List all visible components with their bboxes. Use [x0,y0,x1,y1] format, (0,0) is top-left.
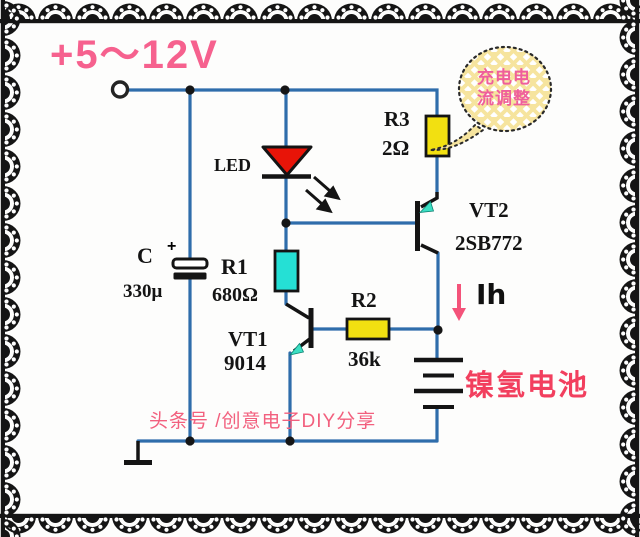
battery-label: 镍氢电池 [465,370,590,402]
power-input-terminal [110,80,130,99]
capacitor-name: C [137,243,153,268]
transistor-vt1-symbol [285,302,314,356]
ground-symbol [124,441,152,465]
transistor-vt1-name: VT1 [228,327,268,351]
resistor-r1-name: R1 [221,254,248,279]
light-emission-arrows-icon [305,175,341,214]
transistor-vt2-symbol [415,192,439,255]
watermark-text: 头条号 /创意电子DIY分享 [149,411,377,432]
resistor-r1-value: 680Ω [212,284,259,306]
charge-current-label: Ih [476,278,507,311]
capacitor-symbol [171,257,209,280]
resistor-r3-value: 2Ω [382,136,410,160]
speech-bubble [429,45,553,152]
capacitor-value: 330μ [123,281,163,302]
resistor-r1-symbol [273,249,300,293]
transistor-vt2-value: 2SB772 [455,231,523,255]
transistor-vt1-value: 9014 [224,351,266,375]
resistor-r2-symbol [345,317,391,341]
led-label: LED [214,155,252,175]
current-arrow-icon [452,284,466,321]
led-symbol [261,145,313,179]
resistor-r3-name: R3 [384,107,410,131]
bubble-text-line1: 充电电 [477,68,531,87]
capacitor-polarity-plus: + [167,238,177,255]
bubble-text-line2: 流调整 [477,89,531,108]
resistor-r2-name: R2 [351,288,377,312]
battery-symbol [414,357,463,409]
resistor-r2-value: 36k [348,347,381,371]
transistor-vt2-name: VT2 [469,198,509,222]
supply-voltage-label: +5～12V [50,33,219,77]
junction-dots [185,85,443,446]
